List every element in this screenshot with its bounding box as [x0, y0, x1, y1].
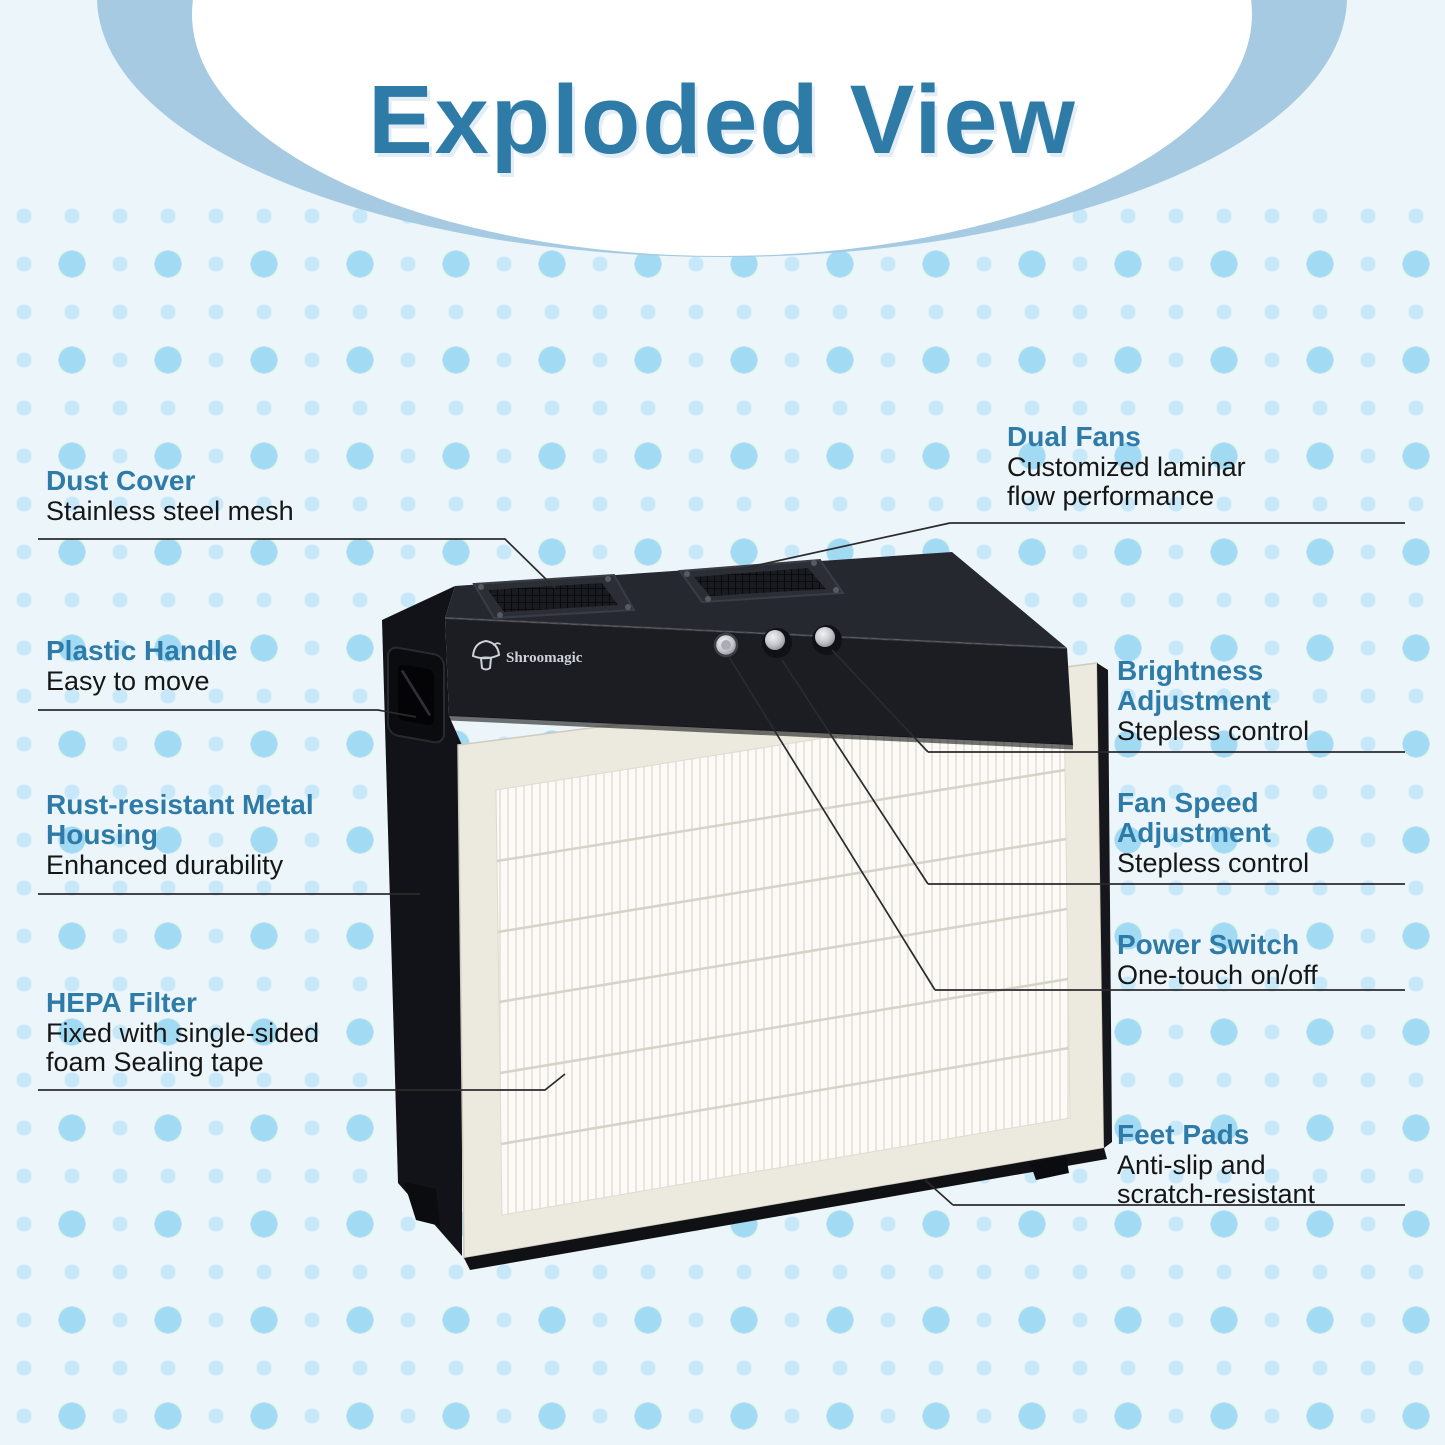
fan-grille-left: [472, 573, 636, 620]
device-bottom-edge: [464, 1148, 1107, 1270]
header-ellipse: [192, 0, 1252, 256]
leader-line-plastic-handle: [38, 709, 417, 718]
label-heading: Dual Fans: [1007, 421, 1141, 452]
label-body: Stainless steel mesh: [46, 496, 294, 527]
label-power-switch: Power Switch One-touch on/off: [1117, 929, 1427, 991]
leader-line-power-switch: [728, 656, 1405, 991]
leader-line-fan-speed: [781, 659, 1405, 885]
label-heading: Feet Pads: [1117, 1119, 1250, 1150]
top-unit-front-ridge: [444, 617, 1068, 649]
label-feet-pads: Feet Pads Anti-slip and scratch-resistan…: [1117, 1119, 1362, 1210]
foot-pad-left: [404, 1182, 440, 1226]
page-title: Exploded View: [368, 65, 1077, 174]
label-body: Customized laminar flow performance: [1007, 452, 1246, 512]
foot-pad-right: [1030, 1156, 1069, 1180]
device-photo: Shroomagic: [382, 552, 1112, 1270]
label-brightness: Brightness Adjustment Stepless control: [1117, 655, 1339, 747]
label-body: One-touch on/off: [1117, 960, 1318, 991]
label-fan-speed: Fan Speed Adjustment Stepless control: [1117, 787, 1339, 879]
top-unit-top-face: [445, 552, 1067, 648]
label-hepa-filter: HEPA Filter Fixed with single-sided foam…: [46, 987, 386, 1078]
label-heading: Fan Speed Adjustment: [1117, 787, 1271, 849]
top-unit-front-face: [445, 618, 1073, 745]
label-body: Enhanced durability: [46, 850, 284, 881]
brightness-knob: [762, 628, 792, 658]
label-heading: Brightness Adjustment: [1117, 655, 1271, 717]
leader-line-feet-pads: [924, 1179, 1405, 1206]
power-switch-button: [713, 632, 739, 658]
leader-line-hepa-filter: [38, 1073, 566, 1091]
label-metal-housing: Rust-resistant Metal Housing Enhanced du…: [46, 789, 318, 881]
label-body: Fixed with single-sided foam Sealing tap…: [46, 1018, 320, 1078]
top-unit-bottom-shadow: [448, 715, 1074, 750]
plastic-handle: [387, 646, 445, 744]
fan-grille-right: [678, 558, 845, 604]
device-left-side-panel: [382, 586, 462, 1256]
hepa-filter-seams: [496, 768, 1070, 1146]
label-heading: Plastic Handle: [46, 635, 238, 666]
brand-logo-text: Shroomagic: [506, 650, 583, 666]
label-body: Stepless control: [1117, 848, 1310, 879]
fan-speed-knob: [812, 625, 842, 655]
label-body: Easy to move: [46, 666, 210, 697]
label-body: Anti-slip and scratch-resistant: [1117, 1150, 1316, 1210]
mushroom-logo-icon: [471, 639, 501, 671]
label-heading: HEPA Filter: [46, 987, 197, 1018]
label-body: Stepless control: [1117, 716, 1310, 747]
label-heading: Power Switch: [1117, 929, 1300, 960]
label-heading: Rust-resistant Metal Housing: [46, 789, 314, 851]
leader-line-dust-cover: [38, 538, 556, 589]
device-right-edge: [1097, 663, 1112, 1148]
leader-line-dual-fans: [744, 522, 1405, 569]
label-plastic-handle: Plastic Handle Easy to move: [46, 635, 406, 697]
label-heading: Dust Cover: [46, 465, 196, 496]
label-dust-cover: Dust Cover Stainless steel mesh: [46, 465, 466, 527]
label-dual-fans: Dual Fans Customized laminar flow perfor…: [1007, 421, 1265, 512]
leader-line-brightness: [831, 649, 1405, 753]
